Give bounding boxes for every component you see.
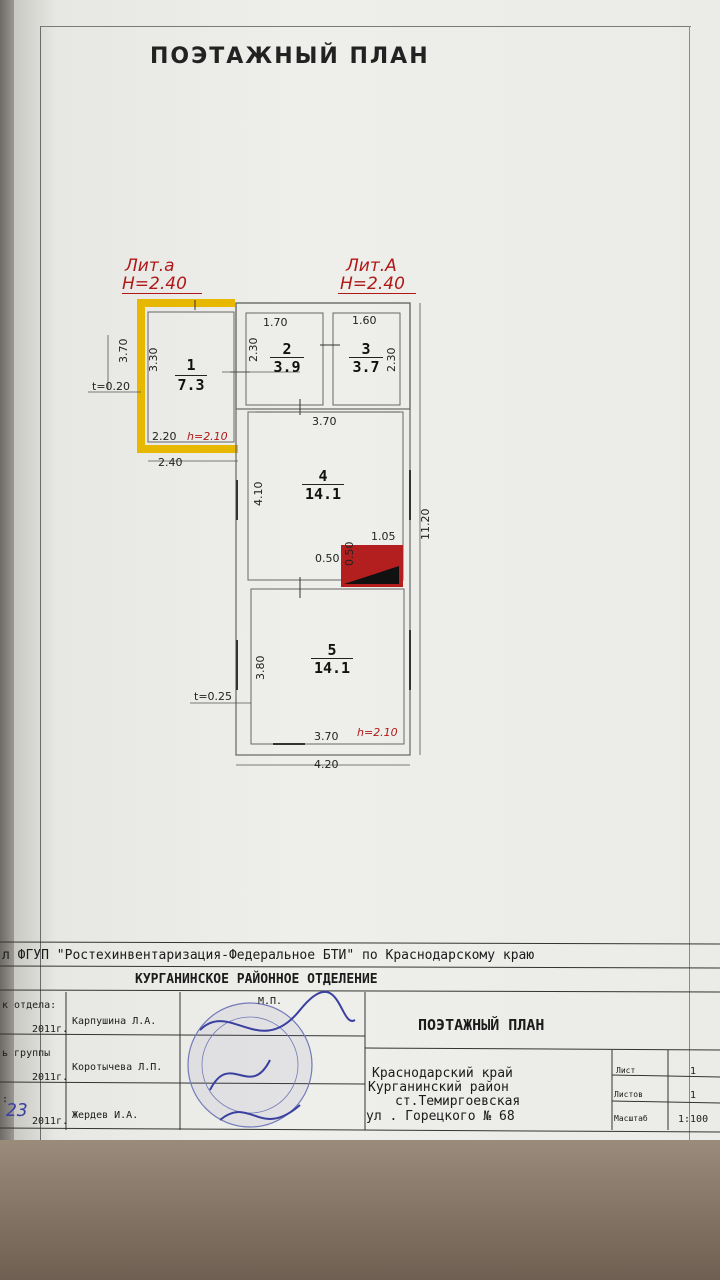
dim-r1-bottom-outer: 2.40 bbox=[158, 456, 183, 469]
carpet-background bbox=[0, 1140, 720, 1280]
stamp-row2-date: 2011г. bbox=[32, 1072, 69, 1083]
room4-area: 14.1 bbox=[304, 485, 342, 503]
dim-wall-t2: t=0.25 bbox=[194, 690, 233, 703]
dim-r5-bottom-inner: 3.70 bbox=[314, 730, 339, 743]
room4-number: 4 bbox=[318, 467, 328, 485]
room5-number: 5 bbox=[327, 641, 337, 659]
stamp-scale-label: Масштаб bbox=[614, 1114, 648, 1123]
lit-a-underline bbox=[122, 293, 202, 294]
lit-a-height: H=2.40 bbox=[122, 274, 187, 294]
lit-a-name: Лит.а bbox=[125, 256, 175, 276]
signature-1 bbox=[199, 991, 356, 1032]
lit-A-underline bbox=[338, 293, 416, 294]
page-frame bbox=[40, 26, 691, 1147]
stamp-row3-role: : bbox=[2, 1094, 9, 1105]
stamp-address-3: ст.Темиргоевская bbox=[395, 1094, 521, 1109]
dim-r2-top: 1.70 bbox=[263, 316, 288, 329]
dim-stove-w: 1.05 bbox=[371, 530, 396, 543]
stamp-department: КУРГАНИНСКОЕ РАЙОННОЕ ОТДЕЛЕНИЕ bbox=[135, 972, 378, 987]
room2-number: 2 bbox=[282, 340, 292, 358]
stamp-sheets-label: Листов bbox=[614, 1090, 643, 1099]
room5-area: 14.1 bbox=[313, 659, 351, 677]
main-outer bbox=[235, 302, 411, 756]
dim-r1-bottom-inner: 2.20 bbox=[152, 430, 177, 443]
stamp-row3-handwritten-date: 23 bbox=[6, 1100, 28, 1121]
room3-number: 3 bbox=[361, 340, 371, 358]
room2-outline bbox=[245, 312, 324, 406]
dim-wall-t1: t=0.20 bbox=[92, 380, 131, 393]
signature-3 bbox=[219, 1104, 301, 1121]
dim-stove-l: 0.50 bbox=[315, 552, 340, 565]
stamp-row2-role: ь группы bbox=[2, 1048, 51, 1059]
stamp-address-4: ул . Горецкого № 68 bbox=[366, 1109, 515, 1124]
room1-outline bbox=[147, 311, 235, 443]
stamp-scale-value: 1:100 bbox=[678, 1114, 709, 1125]
room1-fraction-line bbox=[175, 375, 207, 376]
document-page bbox=[14, 0, 720, 1235]
page-title: ПОЭТАЖНЫЙ ПЛАН bbox=[150, 44, 430, 69]
room3-area: 3.7 bbox=[352, 358, 380, 376]
dim-overall-bottom: 4.20 bbox=[314, 758, 339, 771]
official-seal bbox=[187, 1002, 313, 1128]
dim-r1-h: h=2.10 bbox=[187, 430, 228, 443]
lit-A-name: Лит.А bbox=[346, 256, 397, 276]
stamp-row3-name: Жердев И.А. bbox=[72, 1110, 139, 1121]
room3-outline bbox=[332, 312, 401, 406]
page-frame-right bbox=[689, 26, 690, 1146]
room2-fraction-line bbox=[270, 357, 304, 358]
stamp-address-2: Курганинский район bbox=[368, 1080, 509, 1095]
stove-chimney bbox=[344, 566, 399, 584]
room2-area: 3.9 bbox=[273, 358, 301, 376]
stamp-sheets-value: 1 bbox=[690, 1090, 697, 1101]
stamp-address-1: Краснодарский край bbox=[372, 1066, 513, 1081]
stamp-sheet-value: 1 bbox=[690, 1066, 697, 1077]
stamp-row2-name: Коротычева Л.П. bbox=[72, 1062, 163, 1073]
room5-fraction-line bbox=[311, 658, 353, 659]
stamp-row3-date: 2011г. bbox=[32, 1116, 69, 1127]
stamp-mp: М.П. bbox=[258, 996, 283, 1007]
signature-2 bbox=[209, 1059, 271, 1091]
stamp-row1-role: к отдела: bbox=[2, 1000, 57, 1011]
lit-A-height: H=2.40 bbox=[340, 274, 405, 294]
room1-number: 1 bbox=[186, 356, 196, 374]
room3-fraction-line bbox=[349, 357, 383, 358]
room4-fraction-line bbox=[302, 484, 344, 485]
stamp-row1-name: Карпушина Л.А. bbox=[72, 1016, 157, 1027]
dim-r3-top: 1.60 bbox=[352, 314, 377, 327]
stamp-org-line: л ФГУП "Ростехинвентаризация-Федеральное… bbox=[2, 948, 535, 963]
stamp-row1-date: 2011г. bbox=[32, 1024, 69, 1035]
room1-area: 7.3 bbox=[177, 376, 205, 394]
stamp-sheet-label: Лист bbox=[616, 1066, 636, 1075]
dim-r4-top: 3.70 bbox=[312, 415, 337, 428]
room5-outline bbox=[250, 588, 405, 745]
dim-r5-h: h=2.10 bbox=[357, 726, 398, 739]
stamp-plan-title: ПОЭТАЖНЫЙ ПЛАН bbox=[418, 1016, 545, 1034]
